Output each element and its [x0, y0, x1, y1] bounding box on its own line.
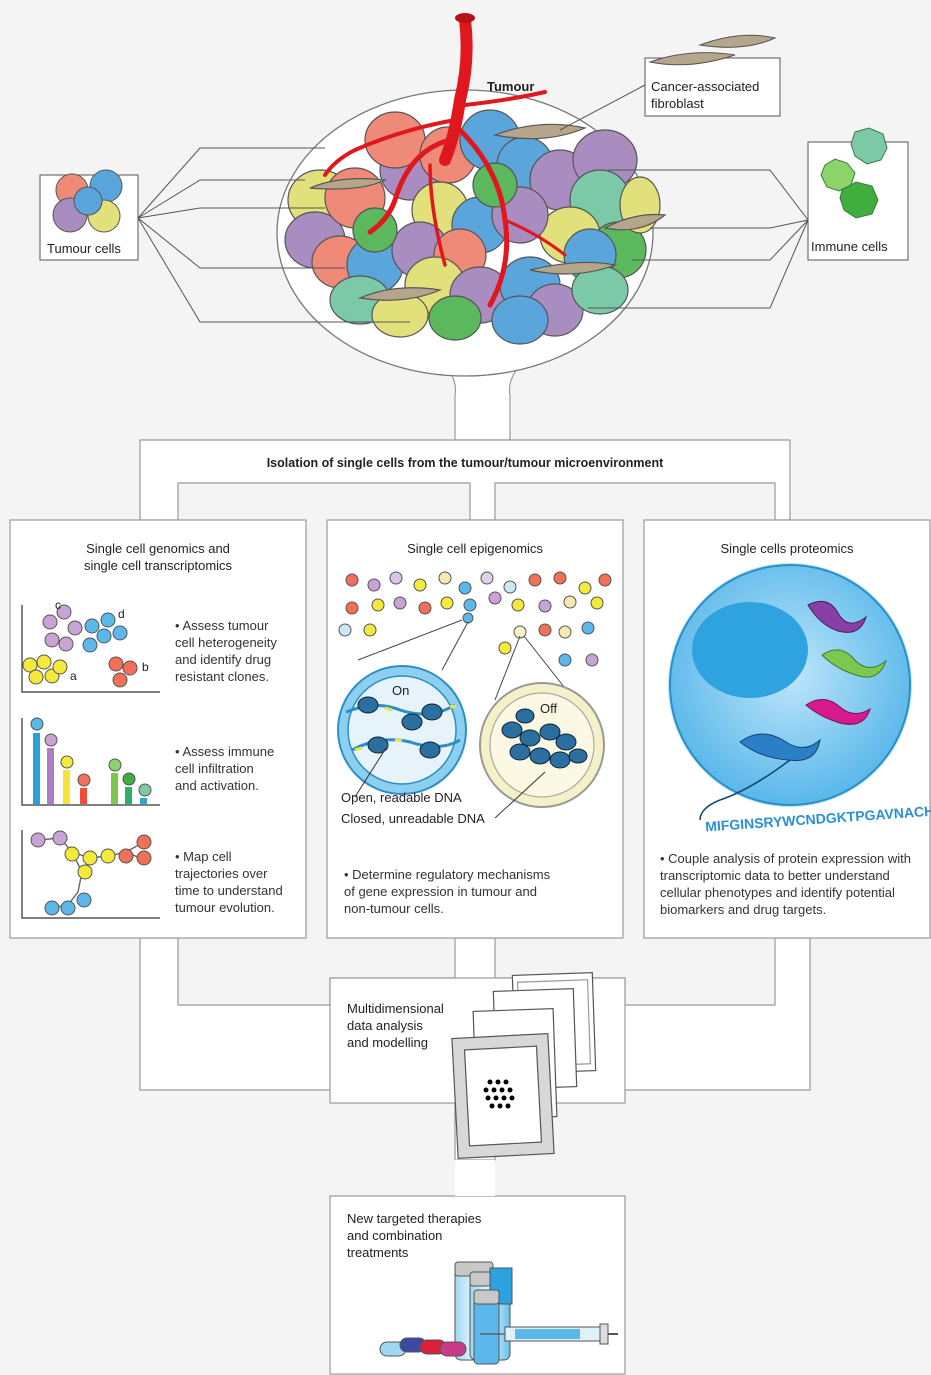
epigenomics-title: Single cell epigenomics — [407, 541, 543, 556]
tumour-title: Tumour — [487, 79, 535, 94]
therapies-line: treatments — [347, 1245, 409, 1260]
tumour-illustration — [276, 13, 667, 377]
bullet-line: cell heterogeneity — [175, 635, 277, 650]
open-chromatin-cell — [337, 665, 467, 795]
therapies-line: and combination — [347, 1228, 443, 1243]
bullet-line: • Couple analysis of protein expression … — [660, 851, 911, 866]
immune-cells-inset — [588, 127, 909, 309]
epigenomics-bullet: • Determine regulatory mechanisms of gen… — [344, 866, 550, 917]
bullet-line: trajectories over — [175, 866, 268, 881]
genomics-bullet2: • Assess immune cell infiltration and ac… — [175, 743, 274, 794]
bar-markers — [30, 717, 152, 797]
therapies-line: New targeted therapies — [347, 1211, 482, 1226]
bullet-line: and activation. — [175, 778, 259, 793]
genomics-plots — [21, 605, 160, 919]
cluster-label-a: a — [70, 669, 77, 683]
immune-cells-label: Immune cells — [811, 239, 888, 254]
analysis-line: data analysis — [347, 1018, 423, 1033]
caf-label-line2: fibroblast — [651, 96, 704, 111]
analysis-line: Multidimensional — [347, 1001, 444, 1016]
caf-inset — [559, 34, 781, 131]
caf-label-line1: Cancer-associated — [651, 79, 760, 94]
on-label: On — [392, 683, 410, 698]
bullet-line: time to understand — [175, 883, 283, 898]
data-sheets — [451, 972, 597, 1160]
cluster-label-d: d — [118, 607, 125, 621]
genomics-title-line1: Single cell genomics and — [86, 541, 230, 556]
bullet-line: • Assess immune — [175, 744, 275, 759]
bullet-line: • Map cell — [175, 849, 232, 864]
bullet-line: biomarkers and drug targets. — [660, 902, 827, 917]
epigenomics-cells — [338, 571, 612, 667]
cluster-label-c: c — [55, 598, 61, 612]
bar-plot — [33, 733, 147, 804]
genomics-bullet1: • Assess tumour cell heterogeneity and i… — [175, 617, 277, 685]
bullet-line: non-tumour cells. — [344, 901, 444, 916]
bullet-line: tumour evolution. — [175, 900, 275, 915]
scatter-clusters — [22, 604, 138, 688]
bullet-line: transcriptomic data to better understand — [660, 868, 890, 883]
bullet-line: resistant clones. — [175, 669, 269, 684]
proteomics-bullet: • Couple analysis of protein expression … — [660, 850, 911, 918]
analysis-title: Multidimensional data analysis and model… — [347, 1000, 444, 1051]
open-dna-label: Open, readable DNA — [341, 790, 462, 805]
cluster-label-b: b — [142, 660, 149, 674]
bullet-line: cellular phenotypes and identify potenti… — [660, 885, 895, 900]
bullet-line: cell infiltration — [175, 761, 254, 776]
trajectory-plot — [30, 830, 152, 916]
genomics-bullet3: • Map cell trajectories over time to und… — [175, 848, 283, 916]
bullet-line: and identify drug — [175, 652, 272, 667]
bullet-line: • Determine regulatory mechanisms — [344, 867, 551, 882]
closed-dna-label: Closed, unreadable DNA — [341, 811, 485, 826]
genomics-title-line2: single cell transcriptomics — [83, 558, 233, 573]
tumour-cells-inset — [39, 147, 410, 323]
tumour-cells-label: Tumour cells — [47, 241, 121, 256]
proteomics-cell — [668, 563, 912, 821]
off-label: Off — [540, 701, 558, 716]
closed-chromatin-cell — [479, 682, 605, 808]
analysis-line: and modelling — [347, 1035, 428, 1050]
bullet-line: of gene expression in tumour and — [344, 884, 537, 899]
isolation-title: Isolation of single cells from the tumou… — [266, 456, 664, 470]
bullet-line: • Assess tumour — [175, 618, 269, 633]
vials-and-syringe — [379, 1261, 618, 1365]
proteomics-title: Single cells proteomics — [720, 541, 854, 556]
therapies-title: New targeted therapies and combination t… — [347, 1210, 481, 1261]
